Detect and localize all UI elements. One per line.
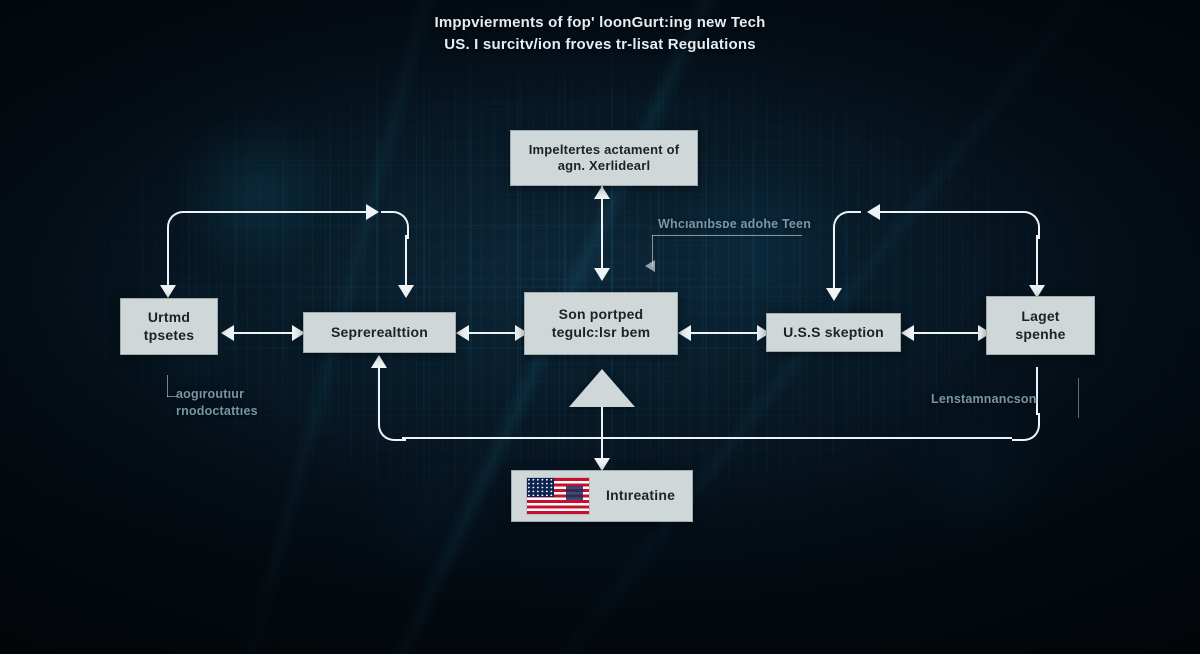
arrowhead-left-to-second-b [292, 325, 305, 341]
diagram-title: Imppvierments of fop' loonGurt:ing new T… [0, 12, 1200, 56]
arrowhead-left-to-second-a [221, 325, 234, 341]
connector-right-top-corner [1012, 211, 1040, 239]
connector-down-to-second-node [405, 235, 407, 287]
arrowhead-top-right-rail [867, 204, 880, 220]
arrowhead-top-left-rail [366, 204, 379, 220]
annotation-pointer-top-right-h [652, 235, 802, 236]
connector-second-node-corner [381, 211, 409, 239]
node-top[interactable]: Impeltertes actament of agn. Xerlidearl [510, 130, 698, 186]
arrowhead-fourth-to-right-a [901, 325, 914, 341]
connector-left-to-second [228, 332, 294, 334]
arrowhead-second-to-center-a [456, 325, 469, 341]
connector-bottom-rail [402, 437, 1012, 439]
arrowhead-up-into-second-node [371, 355, 387, 368]
connector-right-node-up [1036, 367, 1038, 415]
connector-center-to-top-node [601, 186, 603, 270]
node-center-label: Son portped tegulc:lsr bem [551, 306, 651, 340]
node-bottom[interactable]: Intıreatine [511, 470, 693, 522]
node-fourth[interactable]: U.S.S skeption [766, 313, 901, 352]
us-flag-icon [526, 477, 590, 515]
connector-top-left-rail [192, 211, 368, 213]
us-flag-canton [527, 478, 554, 498]
arrowhead-into-fourth-node [826, 288, 842, 301]
node-top-label: Impeltertes actament of agn. Xerlidearl [528, 141, 680, 173]
annotation-pointer-top-right-v [652, 235, 653, 267]
emphasis-triangle-up [569, 369, 635, 407]
arrowhead-into-right-node [1029, 285, 1045, 298]
connector-center-to-bottom [601, 407, 603, 463]
annotation-left-lower-line-2: rnodoctattıes [176, 403, 258, 418]
connector-down-to-fourth-node [833, 235, 835, 290]
node-fourth-label: U.S.S skeption [783, 323, 884, 340]
node-bottom-label: Intıreatine [606, 487, 676, 504]
arrowhead-annotation-top-right [645, 260, 655, 272]
arrowhead-into-top-node [594, 186, 610, 199]
connector-center-to-fourth [685, 332, 759, 334]
connector-second-node-down [378, 367, 380, 415]
connector-fourth-to-right [908, 332, 980, 334]
title-line-2: US. I surcitv/ion froves tr-lisat Regula… [444, 35, 756, 53]
connector-second-to-center [463, 332, 517, 334]
arrowhead-into-center-from-top [594, 268, 610, 281]
node-left[interactable]: Urtmd tpsetes [120, 298, 218, 355]
connector-bottom-left-corner [378, 413, 406, 441]
node-center[interactable]: Son portped tegulc:lsr bem [524, 292, 678, 355]
node-second[interactable]: Seprerealttion [303, 312, 456, 353]
annotation-left-lower: aogıroutıur rnodoctattıes [176, 386, 258, 420]
node-right[interactable]: Laget spenhe [986, 296, 1095, 355]
arrowhead-center-to-fourth-a [678, 325, 691, 341]
annotation-tick-left [167, 375, 168, 397]
connector-left-top-corner [167, 211, 195, 239]
us-flag-seal [566, 486, 583, 500]
annotation-left-lower-line-1: aogıroutıur [176, 387, 245, 401]
connector-left-down-to-left-node [167, 235, 169, 287]
node-right-label: Laget spenhe [1015, 308, 1066, 342]
node-left-label: Urtmd tpsetes [143, 309, 195, 343]
title-line-1: Imppvierments of fop' loonGurt:ing new T… [434, 14, 766, 31]
connector-bottom-right-corner [1012, 413, 1040, 441]
arrowhead-into-left-node [160, 285, 176, 298]
annotation-tick-right [1078, 378, 1079, 418]
annotation-tick-left-h [167, 396, 177, 397]
annotation-right-lower: Lenstamnancѕon [931, 392, 1037, 406]
connector-right-down-to-right-node [1036, 235, 1038, 287]
connector-top-right-rail [880, 211, 1014, 213]
annotation-top-right: Whcıanıbsᴅe adohe Teen [658, 217, 812, 231]
connector-fourth-node-corner [833, 211, 861, 239]
arrowhead-into-bottom-node [594, 458, 610, 471]
arrowhead-into-second-node [398, 285, 414, 298]
node-second-label: Seprerealttion [331, 323, 428, 340]
